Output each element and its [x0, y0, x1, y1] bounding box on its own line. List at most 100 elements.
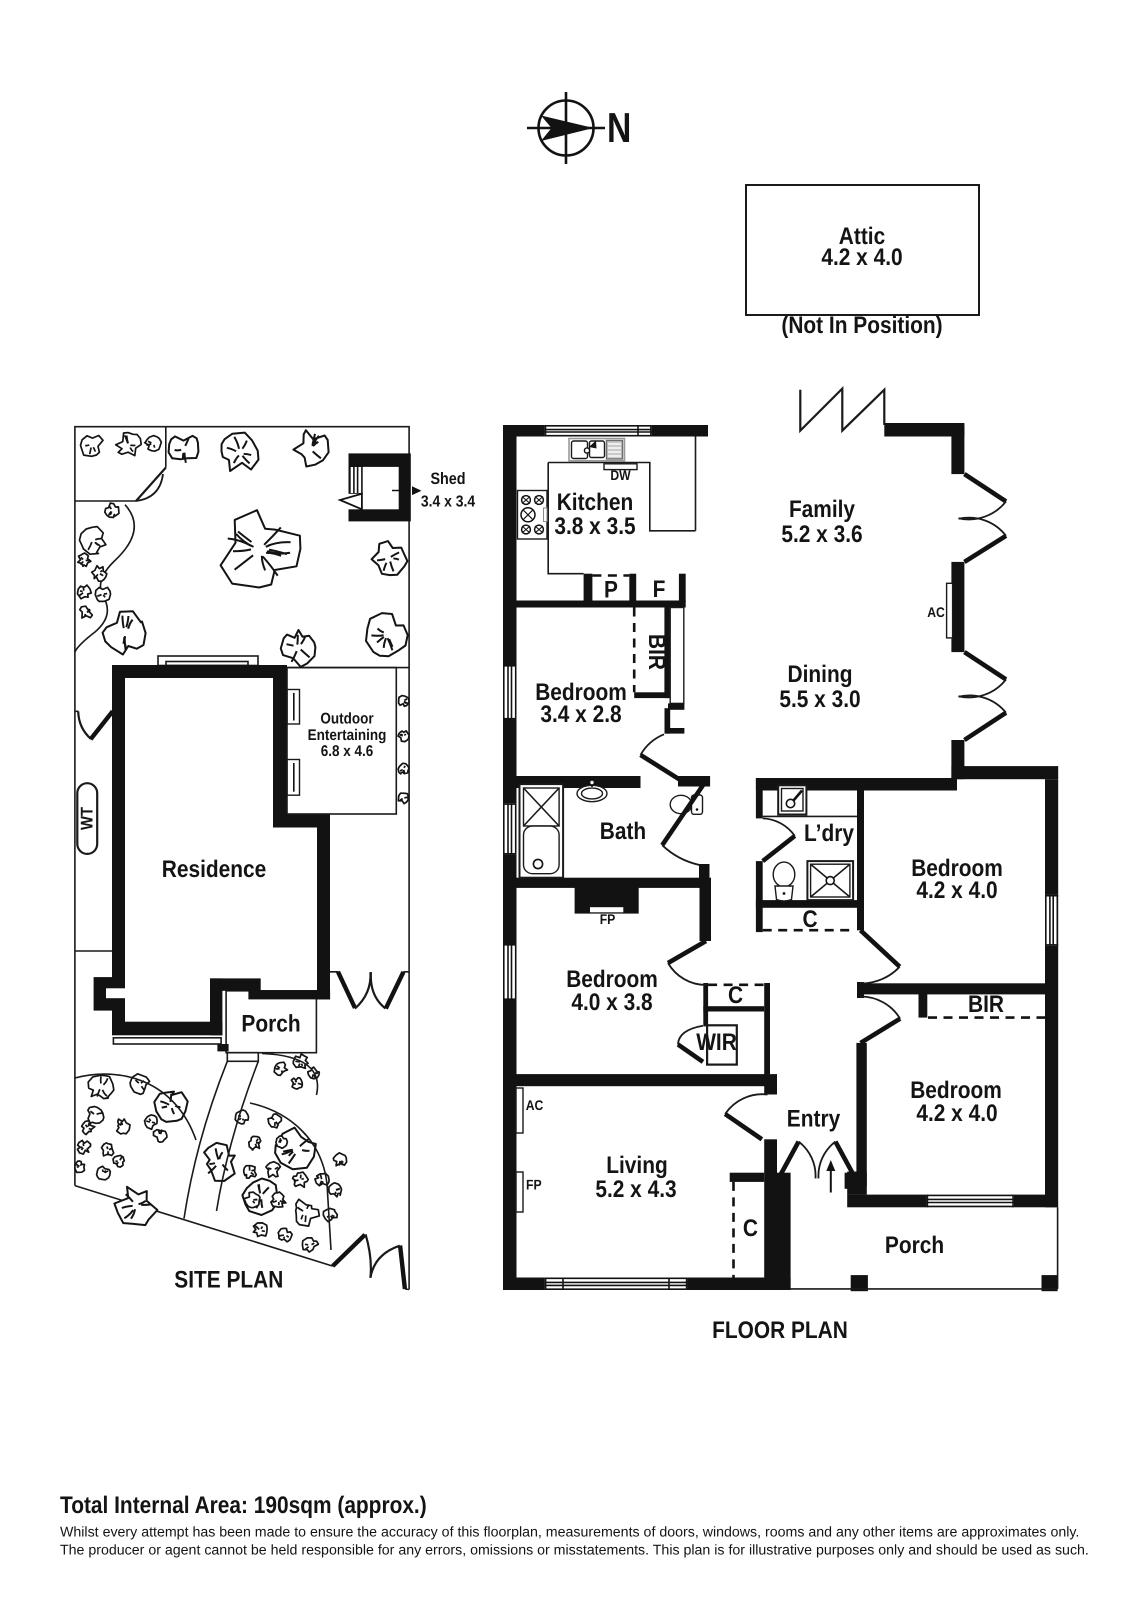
dashed-lines: [592, 574, 1045, 1278]
bush-icon: [252, 1222, 268, 1238]
bush-icon: [322, 1207, 339, 1223]
label-bir2: BIR: [968, 991, 1004, 1018]
bush-icon: [76, 552, 92, 568]
bush-icon: [277, 1227, 293, 1243]
label-ac-family: AC: [927, 604, 945, 620]
laundry-fixtures: [762, 784, 857, 902]
label-family-name: Family: [789, 496, 856, 523]
bush-icon: [76, 584, 93, 600]
bath-fixtures: [518, 779, 704, 879]
label-fridge: F: [653, 576, 666, 603]
water-tank: WT: [76, 782, 99, 856]
bush-icon: [90, 564, 108, 583]
compass-north-label: N: [607, 104, 631, 151]
bush-icon: [265, 1160, 282, 1179]
bush-icon: [397, 694, 410, 708]
label-porch-name: Porch: [885, 1232, 944, 1259]
footer-area: Total Internal Area: 190sqm (approx.): [60, 1492, 427, 1519]
bush-icon: [79, 434, 104, 458]
bush-icon: [94, 586, 112, 603]
label-bedroom4-dims: 4.2 x 4.0: [916, 1100, 997, 1127]
label-bedroom1-name: Bedroom: [535, 679, 627, 706]
tree-icon: [203, 1141, 236, 1182]
bush-icon: [87, 1105, 105, 1125]
bush-icon: [242, 1164, 258, 1180]
floor-plan-title: FLOOR PLAN: [712, 1317, 848, 1344]
residence-label: Residence: [162, 856, 267, 883]
bush-icon: [294, 1198, 321, 1227]
tree-icon: [167, 434, 200, 464]
label-family-dims: 5.2 x 3.6: [781, 521, 862, 548]
label-bedroom4-name: Bedroom: [910, 1077, 1002, 1104]
residence: Residence Porch: [93, 655, 331, 1063]
attic-note: (Not In Position): [781, 312, 942, 339]
shed: Shed 3.4 x 3.4: [337, 453, 475, 522]
tree-icon: [279, 629, 317, 668]
compass-icon: N: [527, 92, 631, 164]
attic-dims: 4.2 x 4.0: [821, 244, 902, 271]
label-c1: C: [802, 906, 817, 933]
label-c2: C: [728, 982, 743, 1009]
bush-icon: [247, 1135, 262, 1151]
bush-icon: [100, 1142, 115, 1157]
bush-icon: [78, 525, 107, 556]
label-bedroom3-name: Bedroom: [911, 855, 1003, 882]
bush-icon: [143, 434, 163, 453]
shed-dims: 3.4 x 3.4: [421, 494, 475, 511]
outdoor-entertaining: Outdoor Entertaining 6.8 x 4.6: [286, 666, 398, 815]
bush-icon: [275, 1135, 289, 1150]
tree-icon: [113, 1185, 159, 1227]
bush-icon: [112, 1154, 126, 1168]
site-porch-label: Porch: [241, 1011, 300, 1038]
windows: [502, 424, 1059, 1290]
wir-closet: [676, 1024, 738, 1066]
label-ac-living: AC: [526, 1097, 544, 1113]
bush-icon: [73, 1160, 86, 1174]
outdoor-label-1: Outdoor: [320, 711, 373, 728]
tree-icon: [365, 612, 409, 658]
label-bedroom1-dims: 3.4 x 2.8: [540, 701, 621, 728]
bush-icon: [129, 1072, 151, 1096]
label-fp-bedroom: FP: [600, 911, 616, 927]
bush-icon: [327, 1181, 343, 1198]
shed-label: Shed: [430, 470, 465, 488]
bush-icon: [243, 1191, 261, 1209]
footer-disclaimer-2: The producer or agent cannot be held res…: [60, 1543, 1089, 1559]
bush-icon: [152, 1128, 168, 1144]
bush-icon: [114, 431, 143, 457]
bush-icon: [80, 1119, 96, 1136]
label-bath-name: Bath: [600, 818, 646, 845]
tree-icon: [219, 509, 302, 589]
bush-icon: [87, 1074, 115, 1100]
label-entry-name: Entry: [787, 1106, 841, 1133]
entry-arrow-icon: [826, 1160, 836, 1193]
label-kitchen-dims: 3.8 x 3.5: [554, 513, 635, 540]
label-bir1: BIR: [643, 634, 670, 670]
tree-icon: [220, 431, 260, 472]
bush-icon: [115, 1118, 131, 1135]
panels: [515, 582, 954, 1213]
floor-plan: Kitchen 3.8 x 3.5 Family 5.2 x 3.6 Dinin…: [502, 385, 1059, 1344]
bush-icon: [78, 605, 94, 619]
label-c3: C: [743, 1215, 758, 1242]
garden-paths: [74, 1052, 332, 1251]
bush-icon: [76, 1139, 92, 1155]
tree-icon: [292, 429, 330, 468]
label-bedroom2-dims: 4.0 x 3.8: [571, 989, 652, 1016]
kitchen-fixtures: [516, 436, 697, 575]
label-living-name: Living: [606, 1152, 668, 1179]
attic-box: Attic 4.2 x 4.0 (Not In Position): [745, 184, 980, 339]
bush-icon: [301, 1237, 320, 1253]
label-dining-dims: 5.5 x 3.0: [779, 686, 860, 713]
bush-icon: [270, 1191, 287, 1208]
label-wir: WIR: [696, 1029, 737, 1056]
label-living-dims: 5.2 x 4.3: [595, 1176, 676, 1203]
site-plan: Shed 3.4 x 3.4: [73, 425, 475, 1294]
doors: [639, 472, 1008, 1181]
tree-icon: [153, 1090, 189, 1123]
label-ldry-name: L’dry: [804, 820, 854, 847]
porch-outline: [790, 1207, 1059, 1290]
wall-break-line: [799, 385, 886, 434]
bush-icon: [397, 730, 410, 743]
